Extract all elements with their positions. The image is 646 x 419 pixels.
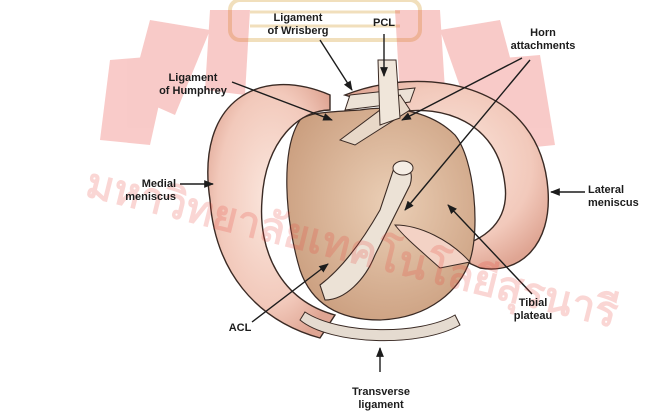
label-lateral-line-2: meniscus <box>588 197 646 210</box>
label-acl: ACL <box>222 322 258 335</box>
label-humphrey-line-2: of Humphrey <box>153 85 233 98</box>
label-horn-attachments: Horn attachments <box>488 27 598 53</box>
label-lateral-line-1: Lateral <box>588 184 646 197</box>
label-transverse-line-2: ligament <box>336 399 426 412</box>
label-wrisberg-line-1: Ligament <box>258 12 338 25</box>
acl-stump <box>393 161 413 175</box>
label-medial-meniscus: Medial meniscus <box>100 178 176 204</box>
label-horn-line-1: Horn <box>488 27 598 40</box>
label-wrisberg-line-2: of Wrisberg <box>258 25 338 38</box>
label-ligament-of-wrisberg: Ligament of Wrisberg <box>258 12 338 38</box>
label-medial-line-2: meniscus <box>100 191 176 204</box>
label-ligament-of-humphrey: Ligament of Humphrey <box>153 72 233 98</box>
label-horn-line-2: attachments <box>488 40 598 53</box>
label-tibial-line-1: Tibial <box>503 297 563 310</box>
label-humphrey-line-1: Ligament <box>153 72 233 85</box>
label-lateral-meniscus: Lateral meniscus <box>588 184 646 210</box>
label-pcl: PCL <box>366 17 402 30</box>
label-pcl-text: PCL <box>366 17 402 30</box>
label-tibial-line-2: plateau <box>503 310 563 323</box>
label-acl-text: ACL <box>222 322 258 335</box>
label-transverse-line-1: Transverse <box>336 386 426 399</box>
pcl-shape <box>378 60 400 125</box>
arrow-wrisberg <box>320 40 352 90</box>
label-transverse-ligament: Transverse ligament <box>336 386 426 412</box>
label-tibial-plateau: Tibial plateau <box>503 297 563 323</box>
label-medial-line-1: Medial <box>100 178 176 191</box>
